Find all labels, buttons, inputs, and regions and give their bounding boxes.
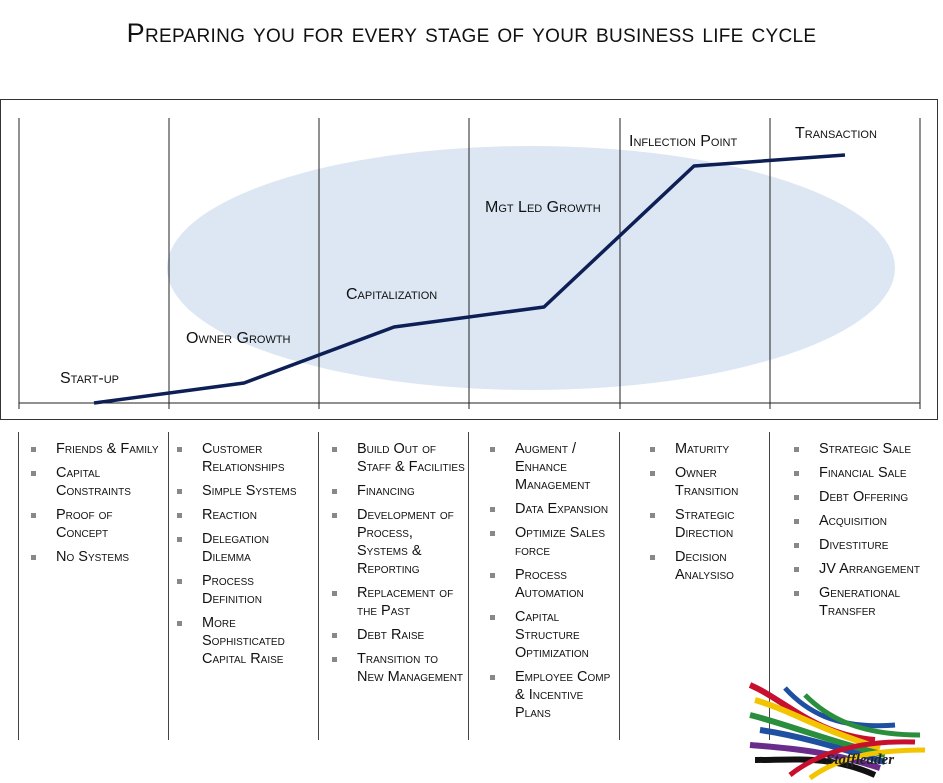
list-item: Financial Sale <box>791 464 939 482</box>
list-item: Acquisition <box>791 512 939 530</box>
list-item: Build Out of Staff & Facilities <box>329 440 465 476</box>
company-logo-text: Staffleader <box>826 752 895 768</box>
list-item: Simple Systems <box>174 482 314 500</box>
list-item: Debt Offering <box>791 488 939 506</box>
life-cycle-chart: Start-up Owner Growth Capitalization Mgt… <box>0 99 938 420</box>
list-item: Divestiture <box>791 536 939 554</box>
braided-ribbons-logo <box>748 682 926 780</box>
list-item: Replacement of the Past <box>329 584 465 620</box>
list-item: Strategic Sale <box>791 440 939 458</box>
list-item: Decision Analysiso <box>647 548 765 584</box>
list-item: Owner Transition <box>647 464 765 500</box>
stage-label-inflection-point: Inflection Point <box>629 133 738 150</box>
focus-ellipse <box>167 146 895 390</box>
column-divider <box>18 432 19 740</box>
list-item: Strategic Direction <box>647 506 765 542</box>
list-item: Proof of Concept <box>28 506 163 542</box>
list-item: No Systems <box>28 548 163 566</box>
mgt-led-growth-list: Augment / Enhance Management Data Expans… <box>487 440 617 728</box>
life-cycle-diagram <box>18 118 921 409</box>
list-item: Customer Relationships <box>174 440 314 476</box>
list-item: Capital Structure Optimization <box>487 608 617 662</box>
page-title: Preparing you for every stage of your bu… <box>126 18 817 48</box>
list-item: Process Definition <box>174 572 314 608</box>
list-item: Capital Constraints <box>28 464 163 500</box>
list-item: Data Expansion <box>487 500 617 518</box>
growth-curve <box>93 153 846 405</box>
list-item: JV Arrangement <box>791 560 939 578</box>
list-item: More Sophisticated Capital Raise <box>174 614 314 668</box>
capitalization-list: Build Out of Staff & Facilities Financin… <box>329 440 465 692</box>
list-item: Reaction <box>174 506 314 524</box>
list-item: Process Automation <box>487 566 617 602</box>
column-divider <box>168 432 169 740</box>
column-divider <box>318 432 319 740</box>
list-item: Generational Transfer <box>791 584 939 620</box>
column-divider <box>619 432 620 740</box>
column-divider <box>769 432 770 740</box>
inflection-point-list: Maturity Owner Transition Strategic Dire… <box>647 440 765 590</box>
list-item: Optimize Sales force <box>487 524 617 560</box>
list-item: Delegation Dilemma <box>174 530 314 566</box>
start-up-list: Friends & Family Capital Constraints Pro… <box>28 440 163 572</box>
list-item: Financing <box>329 482 465 500</box>
owner-growth-list: Customer Relationships Simple Systems Re… <box>174 440 314 674</box>
transaction-list: Strategic Sale Financial Sale Debt Offer… <box>791 440 939 626</box>
list-item: Employee Comp & Incentive Plans <box>487 668 617 722</box>
list-item: Friends & Family <box>28 440 163 458</box>
stage-label-start-up: Start-up <box>60 370 119 387</box>
list-item: Maturity <box>647 440 765 458</box>
list-item: Augment / Enhance Management <box>487 440 617 494</box>
column-divider <box>468 432 469 740</box>
stage-label-transaction: Transaction <box>795 125 877 142</box>
stage-label-owner-growth: Owner Growth <box>186 330 291 347</box>
list-item: Transition to New Management <box>329 650 465 686</box>
list-item: Debt Raise <box>329 626 465 644</box>
stage-label-capitalization: Capitalization <box>346 286 438 303</box>
list-item: Development of Process, Systems & Report… <box>329 506 465 578</box>
stage-label-mgt-led-growth: Mgt Led Growth <box>485 199 601 216</box>
